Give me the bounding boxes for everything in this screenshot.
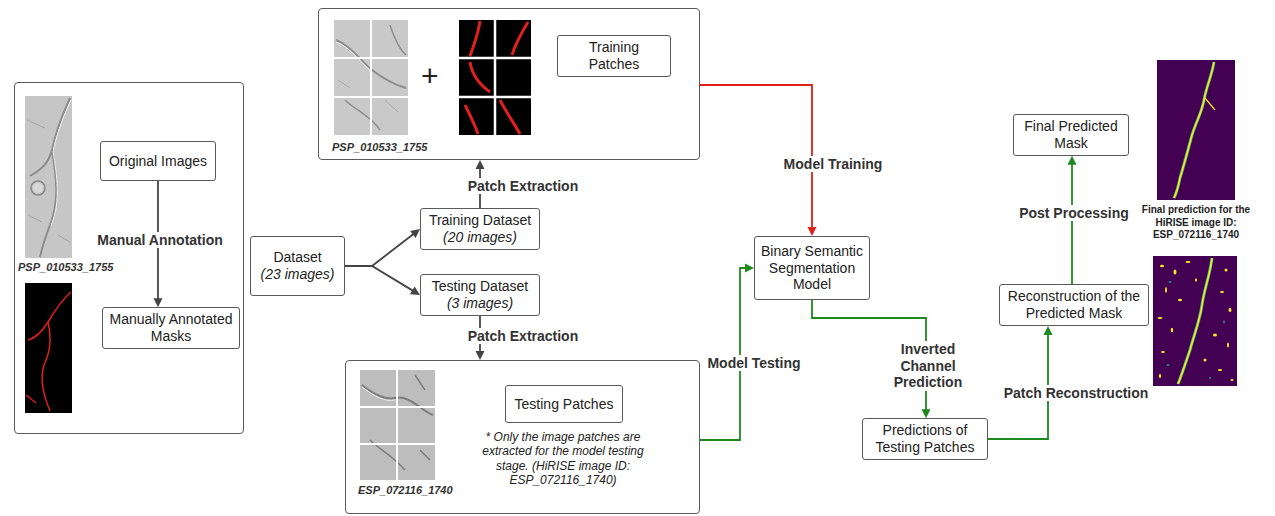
edge-label: Patch Extraction [465, 178, 581, 195]
connector-line [345, 233, 414, 266]
connector [700, 264, 754, 441]
node-text: Training Patches [563, 39, 665, 73]
arrowhead [476, 351, 485, 360]
image-caption: ESP_072116_1740 [358, 484, 453, 497]
training-mask-patches [459, 20, 531, 135]
node-text: Final Predicted Mask [1019, 118, 1123, 152]
edge-label: Manual Annotation [94, 232, 225, 249]
annotation-mask [25, 283, 72, 413]
edge-label: Inverted Channel Prediction [869, 341, 987, 391]
node-text: (23 images) [261, 266, 335, 283]
connector-line [345, 266, 414, 291]
process-box: Original Images [100, 141, 216, 181]
testing-image-patches [360, 370, 435, 480]
arrowhead [154, 298, 163, 307]
node-text: (3 images) [447, 295, 513, 312]
image-panel: PSP_010533_1755 + Training Patches [318, 8, 700, 160]
edge-label: Patch Reconstruction [1001, 385, 1152, 402]
edge-label: Model Testing [704, 355, 803, 372]
node-text: Testing Patches [515, 396, 614, 413]
connector [345, 266, 420, 295]
arrowhead [808, 227, 817, 236]
image-caption: Final prediction for the HiRISE image ID… [1140, 204, 1252, 242]
node-text: Reconstruction of the Predicted Mask [1005, 288, 1143, 322]
final-prediction-image [1157, 60, 1235, 200]
node-text: (20 images) [443, 229, 517, 246]
panel-note: + [421, 58, 439, 94]
arrowhead [410, 286, 420, 295]
connector [988, 326, 1053, 439]
reconstructed-prediction-image [1153, 256, 1237, 386]
node-text: Predictions of Testing Patches [868, 422, 982, 456]
arrowhead [1044, 326, 1053, 335]
process-box: Testing Dataset(3 images) [420, 274, 540, 316]
image-panel: PSP_010533_1755 Original ImagesManually A… [14, 82, 244, 434]
connector-line [1071, 163, 1073, 284]
process-box: Testing Patches [505, 385, 623, 423]
panel-note: * Only the image patches are extracted f… [470, 430, 656, 488]
connector [345, 229, 420, 266]
hirise-image [25, 96, 72, 258]
node-text: Training Dataset [429, 212, 531, 229]
model-box: Binary Semantic Segmentation Model [754, 236, 870, 300]
image-panel: ESP_072116_1740 * Only the image patches … [345, 360, 700, 514]
node-text: Testing Dataset [432, 278, 529, 295]
process-box: Manually Annotated Masks [102, 307, 240, 349]
arrowhead [745, 264, 754, 273]
process-box: Training Patches [557, 35, 671, 77]
process-box: Reconstruction of the Predicted Mask [999, 284, 1149, 326]
arrowhead [410, 229, 420, 238]
image-caption: PSP_010533_1755 [332, 141, 427, 154]
arrowhead [1068, 156, 1077, 165]
edge-label: Patch Extraction [465, 328, 581, 345]
training-image-patches [334, 20, 408, 135]
arrowhead [922, 409, 931, 418]
edge-label: Post Processing [1016, 205, 1132, 222]
edge-label: Model Training [781, 156, 886, 173]
process-box: Training Dataset(20 images) [420, 208, 540, 250]
node-text: Binary Semantic Segmentation Model [760, 243, 864, 293]
node-text: Original Images [109, 153, 207, 170]
node-text: Dataset [273, 249, 321, 266]
process-box: Dataset(23 images) [250, 236, 345, 296]
process-box: Predictions of Testing Patches [862, 418, 988, 460]
arrowhead [476, 160, 485, 169]
node-text: Manually Annotated Masks [108, 311, 234, 345]
process-box: Final Predicted Mask [1013, 114, 1129, 156]
image-caption: PSP_010533_1755 [18, 261, 113, 274]
